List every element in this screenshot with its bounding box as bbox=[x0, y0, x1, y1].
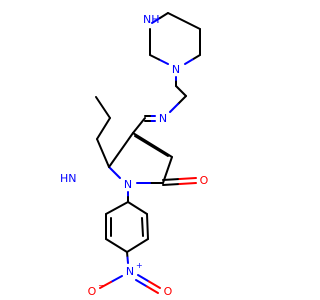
bond-3 bbox=[191, 54, 201, 61]
atom-n_pip: N bbox=[172, 63, 180, 76]
bond-7 bbox=[175, 85, 187, 97]
bond-29 bbox=[105, 201, 129, 215]
bond-18 bbox=[162, 178, 181, 181]
bond-0 bbox=[159, 12, 169, 19]
charge-o_nitro_1: − bbox=[98, 281, 105, 290]
atom-o_nitro_1: O bbox=[88, 285, 97, 298]
bond-33 bbox=[99, 281, 112, 289]
bond-13 bbox=[134, 135, 169, 157]
bond-4 bbox=[149, 54, 160, 61]
bond-27 bbox=[105, 238, 128, 253]
bond-35 bbox=[146, 285, 159, 294]
bond-8 bbox=[177, 95, 187, 105]
bond-21 bbox=[96, 117, 111, 140]
charge-n_nitro: + bbox=[136, 261, 143, 270]
bond-1 bbox=[167, 12, 201, 30]
atom-o_nitro_2: O bbox=[164, 285, 173, 298]
atom-n_ring: N bbox=[124, 178, 132, 191]
atom-n_pip_h: NH bbox=[143, 13, 160, 26]
bond-33 bbox=[110, 275, 123, 283]
bond-18 bbox=[178, 177, 197, 180]
bond-0 bbox=[151, 17, 161, 24]
bond-22 bbox=[95, 96, 111, 119]
bond-16 bbox=[108, 166, 121, 179]
bond-35 bbox=[135, 279, 148, 288]
bond-19 bbox=[178, 182, 197, 185]
atom-n_nitro: N bbox=[126, 265, 134, 278]
bond-12 bbox=[132, 132, 173, 158]
bond-34 bbox=[137, 274, 150, 283]
bond-17 bbox=[108, 132, 134, 168]
atom-o_keto: O bbox=[200, 174, 209, 187]
bond-8 bbox=[169, 103, 179, 113]
atom-n_imine: N bbox=[159, 112, 167, 125]
bond-24 bbox=[127, 201, 148, 215]
bond-3 bbox=[184, 58, 194, 65]
atom-n_hn: HN bbox=[60, 172, 77, 185]
bond-4 bbox=[158, 58, 169, 65]
bond-layer bbox=[95, 12, 201, 294]
bond-20 bbox=[96, 138, 110, 168]
bond-34 bbox=[148, 280, 161, 289]
bond-19 bbox=[162, 183, 181, 186]
bond-30 bbox=[141, 217, 144, 237]
bond-11 bbox=[132, 117, 146, 134]
bond-26 bbox=[126, 238, 149, 253]
bond-25 bbox=[146, 213, 149, 240]
bond-32 bbox=[126, 256, 129, 264]
bond-14 bbox=[162, 156, 173, 184]
